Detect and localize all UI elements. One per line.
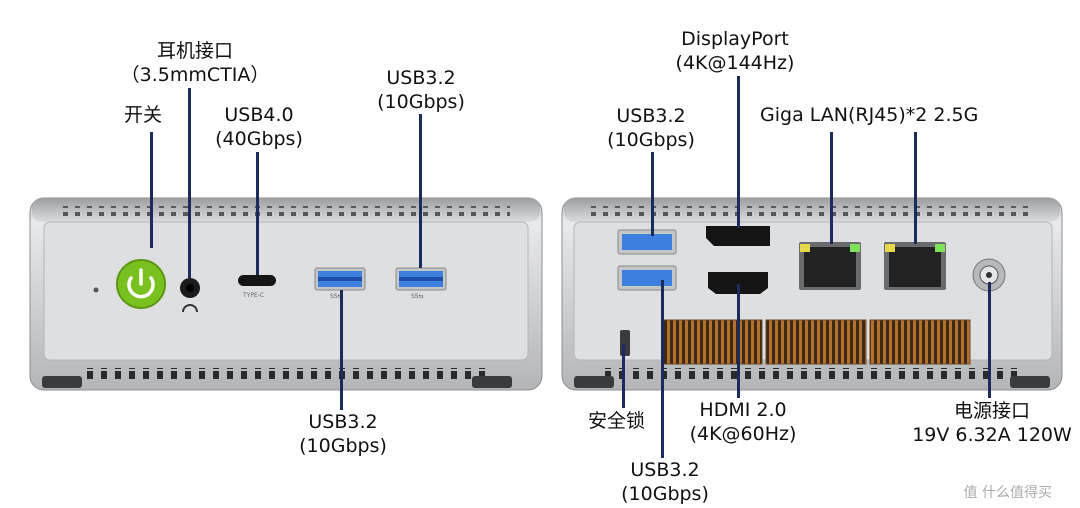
pointer-line [830, 132, 833, 244]
pointer-line [651, 152, 654, 236]
pointer-line [988, 282, 991, 398]
rear-hdmi-label: HDMI 2.0(4K@60Hz) [689, 399, 797, 445]
front-usb32-top-label: USB3.2(10Gbps) [377, 67, 465, 113]
front-panel [29, 197, 543, 391]
front-usb32-bottom-label: USB3.2(10Gbps) [299, 411, 387, 457]
headphone-jack-icon [180, 278, 200, 313]
pointer-line [622, 344, 625, 408]
dc-power-jack-icon [972, 258, 1006, 292]
usb-a-port-icon [395, 267, 447, 291]
pointer-line [188, 88, 191, 278]
usb-a-port-icon [617, 229, 677, 255]
usb-ss-mark: SS⇆ [411, 293, 424, 300]
front-usb4-label: USB4.0(40Gbps) [215, 104, 303, 150]
usb-a-port-icon [314, 267, 366, 291]
cooling-vent [661, 319, 971, 365]
watermark: 值 什么值得买 [963, 485, 1052, 501]
pointer-line [340, 290, 343, 410]
rear-displayport-label: DisplayPort(4K@144Hz) [675, 28, 795, 74]
pointer-line [256, 152, 259, 275]
ethernet-port-icon [884, 242, 946, 290]
ethernet-port-icon [799, 242, 861, 290]
rear-usb32-bottom-label: USB3.2(10Gbps) [621, 459, 709, 505]
pointer-line [914, 132, 917, 244]
rear-security-label: 安全锁 [588, 410, 646, 432]
usb-a-port-icon [617, 265, 677, 291]
rear-usb32-top-label: USB3.2(10Gbps) [607, 105, 695, 151]
displayport-icon [706, 226, 770, 246]
led-icon [93, 287, 99, 293]
front-power-label: 开关 [124, 104, 163, 126]
power-icon [116, 259, 166, 309]
pointer-line [419, 114, 422, 268]
pointer-line [150, 132, 153, 248]
pointer-line [737, 284, 740, 398]
front-audio-label: 耳机接口（3.5mmCTIA） [120, 40, 270, 86]
pointer-line [661, 280, 664, 458]
usb-ss-mark: SS⇆ [330, 293, 343, 300]
rear-lan-label: Giga LAN(RJ45)*2 2.5G [760, 104, 979, 126]
usb-c-port-icon [238, 275, 276, 286]
type-c-mark: TYPE-C [243, 292, 265, 299]
pointer-line [737, 76, 740, 228]
hdmi-port-icon [708, 272, 768, 294]
